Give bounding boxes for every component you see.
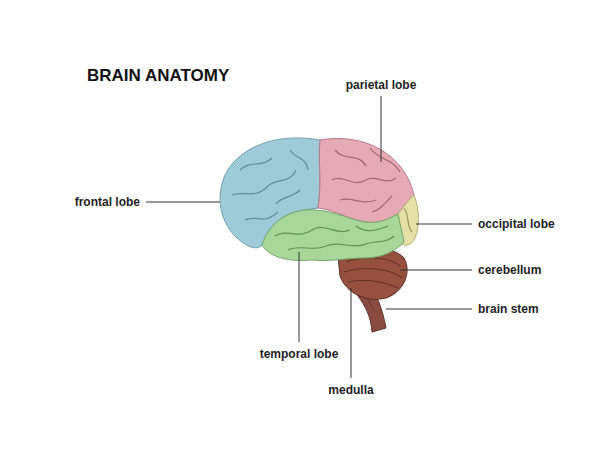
leader-lines [146,96,472,378]
part-label: brain stem [478,301,539,317]
temporal-lobe-shape [262,210,404,261]
part-label: temporal lobe [260,346,339,362]
frontal-gyri [232,150,308,220]
leader-line [146,202,220,203]
parietal-lobe-shape [318,138,414,222]
part-label: cerebellum [478,262,541,278]
leader-line [381,96,382,162]
leader-line [416,224,472,225]
cerebrum-shape [220,138,418,261]
occipital-gyri [404,208,412,232]
part-label: occipital lobe [478,216,555,232]
cerebellum-folia [344,258,402,288]
part-label: medulla [328,382,373,398]
leader-line [386,309,472,310]
leader-line [400,270,472,271]
temporal-gyri [275,226,394,250]
part-label: frontal lobe [75,194,140,210]
parietal-gyri [332,148,400,212]
diagram-title: BRAIN ANATOMY [87,66,229,86]
part-label: parietal lobe [346,77,417,93]
leader-line [351,288,352,378]
leader-line [299,252,300,342]
